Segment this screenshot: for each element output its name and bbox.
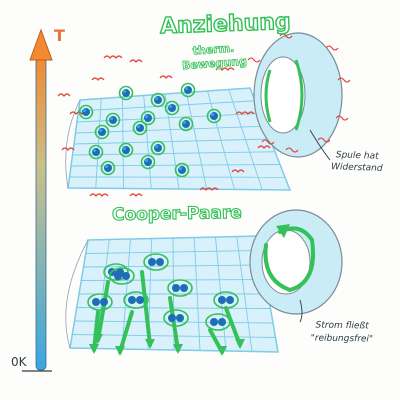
electron-icon (150, 140, 166, 156)
electron-icon (174, 162, 190, 178)
thermal-squiggle (257, 145, 271, 149)
current-arrowhead (115, 346, 125, 356)
note-coil-resistance: Spule hat Widerstand (330, 150, 383, 174)
coil-ring-icon (249, 209, 343, 315)
current-arrow (118, 310, 134, 354)
current-arrowhead (145, 339, 155, 349)
coil-ring-icon (253, 32, 343, 158)
electron-icon (140, 110, 156, 126)
thermal-squiggle (235, 111, 255, 115)
electron-icon (206, 108, 222, 124)
thermal-squiggle (199, 187, 219, 191)
thermal-squiggle (325, 45, 339, 51)
thermal-squiggle (61, 147, 75, 151)
electron-icon (150, 92, 166, 108)
title-attraction: Anziehung (159, 9, 292, 40)
current-arrowhead (173, 344, 183, 354)
grid-line (193, 237, 201, 351)
thermal-squiggle (129, 59, 143, 63)
thermal-squiggle (103, 55, 123, 59)
current-arrow (140, 270, 152, 347)
electron-icon (164, 100, 180, 116)
grid-line (215, 236, 227, 352)
thermal-squiggle (57, 93, 71, 97)
current-flow-arrows (89, 270, 245, 356)
thermal-squiggle (285, 147, 299, 153)
electron-icon (118, 142, 134, 158)
title-cooper-pairs: Cooper-Paare (111, 202, 242, 226)
thermal-squiggle (91, 77, 105, 81)
grid-line (236, 236, 253, 352)
thermal-squiggle (337, 77, 351, 83)
note-frictionless-current: Strom fließt "reibungsfrei" (310, 320, 374, 345)
subtitle-thermal-motion: therm. Bewegung (181, 41, 248, 73)
temperature-arrow-icon (22, 28, 53, 372)
thermal-squiggle (247, 57, 261, 63)
cooper-pair-icon (167, 279, 193, 297)
thermal-squiggle (215, 67, 235, 71)
cooper-pair-icon (163, 309, 189, 327)
cooper-pair-icon (205, 313, 231, 331)
electron-icon (178, 116, 194, 132)
current-arrow (168, 296, 180, 352)
grid-line (228, 89, 263, 190)
thermal-squiggle (129, 193, 143, 197)
electron-icon (118, 85, 134, 101)
thermal-squiggle (335, 115, 349, 121)
electron-icon (180, 82, 196, 98)
thermal-squiggle (159, 75, 173, 79)
cooper-pair-icon (123, 291, 149, 309)
grid-line (72, 151, 276, 156)
electron-icon (132, 120, 148, 136)
electrons (78, 82, 239, 331)
cooper-pair-icon (213, 291, 239, 309)
grid-line (73, 138, 271, 145)
thermal-squiggle (317, 137, 331, 143)
electron-icon (88, 144, 104, 160)
current-arrowhead (235, 339, 245, 349)
thermal-squiggle (89, 193, 109, 197)
current-arrowhead (89, 344, 99, 354)
thermal-squiggle (231, 169, 245, 173)
current-arrowhead (217, 346, 227, 356)
zero-kelvin-label: 0K (11, 355, 27, 369)
electron-icon (78, 104, 94, 120)
current-arrow (224, 306, 242, 347)
thermal-squiggle (261, 139, 275, 145)
current-arrow (92, 310, 100, 352)
cooper-pair-icon (109, 267, 135, 285)
electron-icon (105, 112, 121, 128)
electron-icon (140, 154, 156, 170)
thermal-squiggle (279, 33, 293, 39)
electron-icon (100, 160, 116, 176)
cooper-pair-icon (143, 253, 169, 271)
electron-icon (94, 124, 110, 140)
grid-line (185, 92, 208, 190)
cooper-pair-icon (87, 293, 113, 311)
grid-line (207, 90, 235, 190)
axis-label: T (54, 26, 65, 45)
current-arrow (96, 280, 110, 342)
upper-lattice (65, 87, 292, 191)
